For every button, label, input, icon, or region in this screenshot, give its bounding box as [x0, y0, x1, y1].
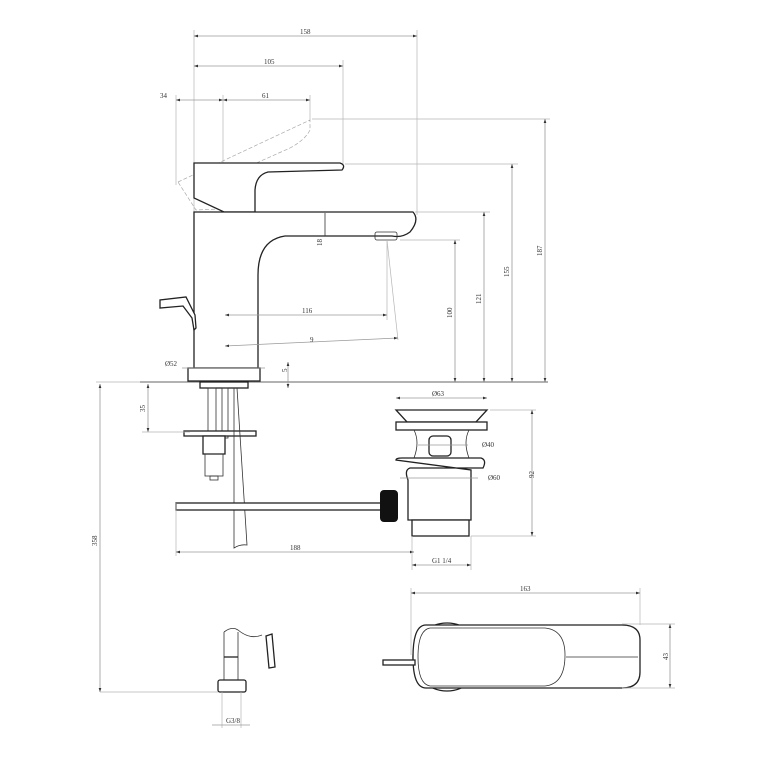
- dim-mount-depth: 35: [139, 405, 147, 413]
- dim-spout-reach: 116: [302, 307, 313, 315]
- dim-top-width: 43: [662, 653, 670, 661]
- dim-spout-thickness: 18: [316, 239, 324, 247]
- waste-valve: Ø63 Ø40 Ø60 92 G1 1/4: [394, 390, 536, 570]
- dim-top-length: 163: [520, 585, 531, 593]
- dim-waste-thread: G1 1/4: [432, 557, 452, 565]
- dim-overall-width: 158: [300, 28, 311, 36]
- height-dimensions: 100 121 155 187: [312, 118, 550, 382]
- dim-waste-inner-diameter: Ø40: [482, 441, 495, 449]
- dim-total-length: 358: [91, 535, 99, 546]
- under-counter-assembly: 35 358 188: [91, 381, 414, 692]
- dim-waste-top-diameter: Ø63: [432, 390, 445, 398]
- reach-dimensions: 116 9 Ø52 5: [165, 239, 399, 388]
- dim-handle-length: 61: [262, 92, 270, 100]
- faucet-side-view: 18: [140, 119, 548, 383]
- dim-lever-raised-height: 187: [536, 245, 544, 256]
- dim-waste-flange-diameter: Ø60: [488, 474, 501, 482]
- dim-waste-height: 92: [528, 471, 536, 479]
- dim-spout-outlet-height: 100: [446, 307, 454, 318]
- width-dimensions: 158 105 34 61: [160, 28, 418, 348]
- dim-handle-reach: 105: [264, 58, 275, 66]
- dim-base-height: 5: [281, 368, 289, 372]
- dim-handle-offset: 34: [160, 92, 168, 100]
- dim-rod-length: 188: [290, 544, 301, 552]
- dim-hose-thread: G3/8: [226, 717, 241, 725]
- faucet-top-view: 163 43: [382, 585, 675, 692]
- dim-spout-height: 121: [475, 293, 483, 304]
- dim-base-diameter: Ø52: [165, 360, 178, 368]
- hose-connector: G3/8: [100, 628, 276, 728]
- dim-handle-height: 155: [503, 266, 511, 277]
- dim-spout-angle-reach: 9: [310, 336, 314, 344]
